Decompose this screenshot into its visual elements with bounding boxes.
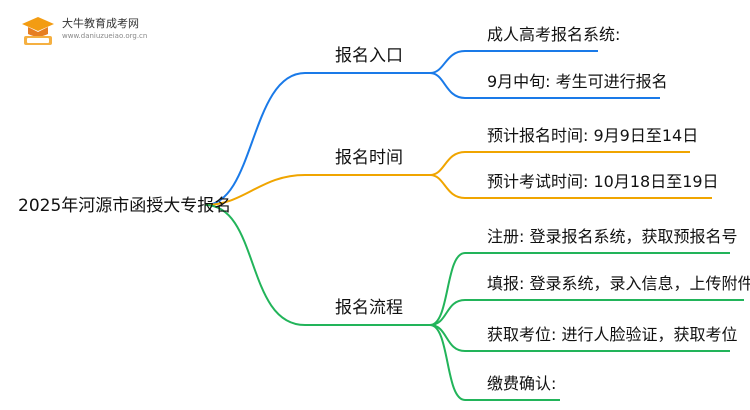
edge-branch-1-leaf-2 [429,72,466,99]
edge-root-to-branch-1 [204,72,306,206]
root-node: 2025年河源市函授大专报名 [18,196,232,216]
logo-title: 大牛教育成考网 [62,17,139,30]
leaf-node: 注册: 登录报名系统，获取预报名号 [487,227,738,246]
edge-branch-3-leaf-4 [429,324,466,401]
leaf-node: 9月中旬: 考生可进行报名 [487,72,668,91]
edge-branch-1-leaf-1 [429,50,466,74]
leaf-node: 获取考位: 进行人脸验证，获取考位 [487,325,738,344]
leaf-node: 预计考试时间: 10月18日至19日 [487,172,719,191]
branch-node-2: 报名时间 [335,148,403,168]
edge-branch-3-leaf-3 [429,324,466,352]
edge-branch-2-leaf-2 [429,174,466,199]
leaf-node: 预计报名时间: 9月9日至14日 [487,126,699,145]
edge-branch-3-leaf-2 [429,299,466,326]
branch-node-1: 报名入口 [335,46,403,66]
graduation-cap-book-icon [22,17,54,45]
edge-root-to-branch-2 [204,174,306,206]
edge-branch-3-leaf-1 [429,252,466,326]
leaf-node: 填报: 登录系统，录入信息，上传附件 [487,274,750,293]
edge-root-to-branch-3 [204,204,306,326]
site-logo: 大牛教育成考网 www.daniuzueiao.org.cn [16,10,176,50]
edge-branch-2-leaf-1 [429,151,466,176]
branch-node-3: 报名流程 [335,298,403,318]
leaf-node: 成人高考报名系统: [487,25,621,44]
logo-url: www.daniuzueiao.org.cn [62,32,148,40]
leaf-node: 缴费确认: [487,374,557,393]
